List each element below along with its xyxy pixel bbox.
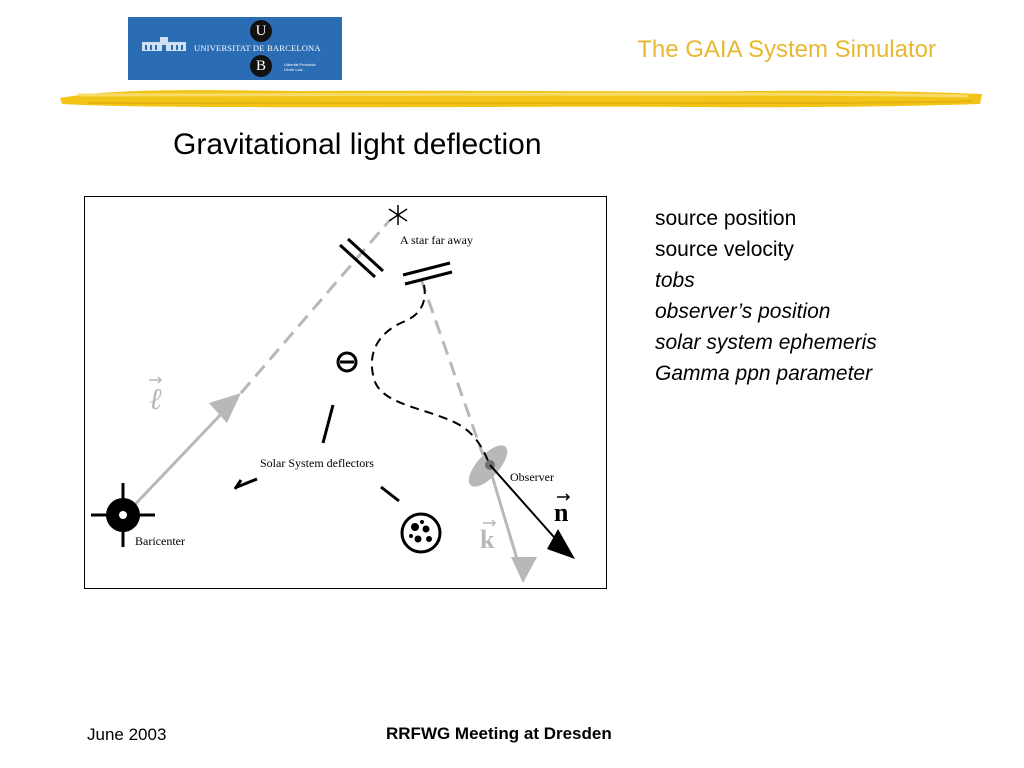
yellow-brush-divider — [60, 90, 982, 108]
parameter-item: Gamma ppn parameter — [655, 362, 873, 385]
vector-l-arrowhead — [209, 393, 241, 423]
parameter-item: solar system ephemeris — [655, 331, 877, 354]
label-vector-k: k — [480, 525, 495, 554]
logo-subtext-line2: Ordre Laic — [284, 67, 303, 72]
footer-date: June 2003 — [87, 725, 167, 744]
presentation-title: The GAIA System Simulator — [637, 36, 936, 63]
parameter-list: source position source velocity tobs obs… — [655, 205, 877, 391]
parameter-item: source velocity — [655, 238, 794, 261]
logo-badge-b: B — [250, 55, 272, 77]
logo-subtext: Llibertat Profunda Ordre Laic — [284, 62, 316, 72]
vector-n-arrowhead — [547, 529, 575, 559]
vector-n-arrow-mark — [557, 493, 571, 501]
dashed-line-star-observer — [419, 278, 485, 456]
logo-name: UNIVERSITAT DE BARCELONA — [194, 43, 321, 53]
deflector-pointer-2-tip — [233, 479, 243, 490]
label-deflectors: Solar System deflectors — [260, 456, 374, 470]
label-baricenter: Baricenter — [135, 534, 185, 548]
deflector-pointer-3 — [380, 485, 400, 503]
logo-subtext-line1: Llibertat Profunda — [284, 62, 316, 67]
deflector-pointer-1 — [321, 404, 335, 444]
label-vector-n: n — [554, 498, 569, 527]
deflected-light-path — [370, 284, 490, 464]
vector-k-shaft — [488, 468, 519, 560]
vector-l-shaft — [123, 408, 227, 517]
slide-title: Gravitational light deflection — [173, 128, 542, 161]
vector-k-arrow-mark — [483, 519, 497, 527]
vector-k-arrowhead — [511, 557, 537, 583]
wavefront-mark-3 — [402, 261, 451, 277]
earth-deflector-icon — [336, 351, 358, 373]
star-icon — [388, 205, 408, 225]
parameter-item: observer’s position — [655, 300, 831, 323]
baricenter-icon — [91, 483, 155, 547]
diagram-canvas: A star far away Solar System deflectors … — [91, 205, 575, 583]
parameter-item: tobs — [655, 269, 695, 292]
sun-deflector-icon — [400, 512, 442, 554]
parameter-item: source position — [655, 207, 797, 230]
building-icon — [142, 37, 186, 51]
wavefront-mark-4 — [404, 270, 453, 286]
footer-event: RRFWG Meeting at Dresden — [386, 724, 612, 743]
deflection-diagram: A star far away Solar System deflectors … — [84, 196, 607, 589]
deflector-pointer-2 — [236, 477, 258, 489]
label-vector-l: ℓ — [149, 383, 162, 416]
label-observer: Observer — [510, 470, 554, 484]
logo-badge-u: U — [250, 20, 272, 42]
vector-l-arrow-mark — [149, 376, 163, 384]
label-star: A star far away — [400, 233, 473, 247]
wavefront-mark-1 — [338, 243, 377, 279]
dashed-line-to-star — [239, 220, 391, 394]
vector-n-shaft — [489, 464, 562, 546]
wavefront-mark-2 — [346, 237, 385, 273]
university-logo: UNIVERSITAT DE BARCELONA U B Llibertat P… — [128, 17, 342, 80]
